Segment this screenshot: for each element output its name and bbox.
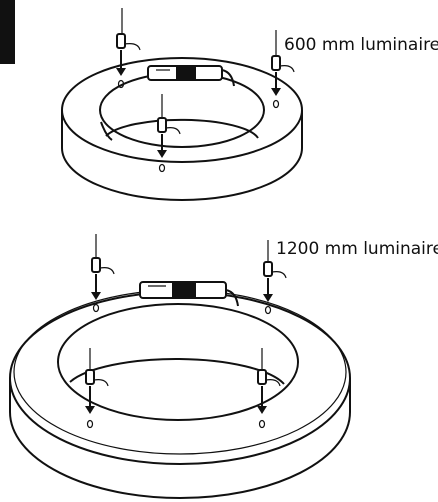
- suspension-wire-icon: [85, 348, 109, 429]
- ring-inner-top-600: [99, 72, 265, 148]
- suspension-wire-icon: [271, 30, 295, 109]
- ring-inner-bottom-600: [105, 118, 259, 139]
- suspension-wire-icon: [263, 240, 287, 315]
- suspension-wire-icon: [257, 348, 281, 429]
- luminaire-1200: 1200 mm luminaire: [9, 234, 438, 499]
- edge-tab: [0, 0, 15, 64]
- ring-inner-top-1200: [57, 303, 299, 421]
- driver-housing-1200: [139, 281, 239, 307]
- ring-inner-wall-600: [100, 121, 113, 141]
- label-600: 600 mm luminaire: [284, 35, 438, 55]
- label-1200: 1200 mm luminaire: [276, 239, 438, 259]
- luminaire-600: 600 mm luminaire: [61, 8, 438, 201]
- driver-housing-600: [147, 65, 235, 87]
- suspension-wire-icon: [91, 234, 115, 313]
- suspension-wire-icon: [157, 94, 181, 173]
- suspension-wire-icon: [116, 8, 141, 89]
